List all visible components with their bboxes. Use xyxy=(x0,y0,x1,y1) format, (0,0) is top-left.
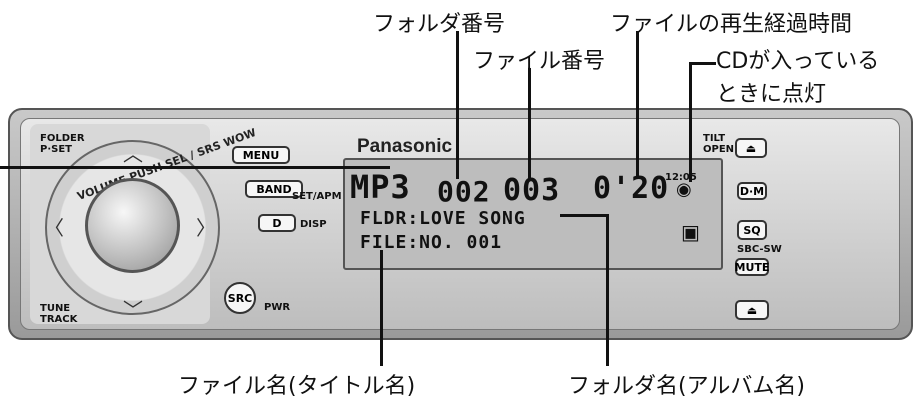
lcd-mode: MP3 xyxy=(350,168,411,206)
pwr-label: PWR xyxy=(264,302,291,313)
src-button[interactable]: SRC xyxy=(224,282,256,314)
panel-release-button[interactable]: ⏏ xyxy=(735,300,769,320)
chevron-left-icon[interactable]: 〈 xyxy=(44,216,64,240)
mute-button[interactable]: MUTE xyxy=(735,258,769,276)
callout-cd-indicator-line2: ときに点灯 xyxy=(716,82,827,107)
callout-folder-number: フォルダ番号 xyxy=(373,12,506,37)
lcd-folder-number: 002 xyxy=(437,175,491,208)
tune-label: TUNE xyxy=(40,303,71,314)
volume-knob[interactable] xyxy=(85,178,180,273)
lcd-file-number: 003 xyxy=(503,173,561,208)
folder-label: FOLDER xyxy=(40,133,85,144)
open-label: OPEN xyxy=(703,144,735,155)
callout-playback-time: ファイルの再生経過時間 xyxy=(610,12,853,37)
chevron-down-icon[interactable]: ﹀ xyxy=(123,298,143,322)
chevron-right-icon[interactable]: 〉 xyxy=(196,216,216,240)
leader-folder-name-h xyxy=(560,214,608,217)
leader-playback-time xyxy=(636,31,639,179)
dm-button[interactable]: D·M xyxy=(737,182,767,200)
d-button[interactable]: D xyxy=(258,214,296,232)
lcd-display xyxy=(343,158,723,270)
leader-file-name xyxy=(380,250,383,366)
brand-logo-text: Panasonic xyxy=(357,136,453,157)
callout-file-number: ファイル番号 xyxy=(473,49,606,74)
pset-label: P·SET xyxy=(40,144,72,155)
leader-folder-number xyxy=(456,31,459,179)
tilt-label: TILT xyxy=(703,133,726,144)
callout-file-name: ファイル名(タイトル名) xyxy=(178,374,416,399)
chevron-up-icon[interactable]: ︿ xyxy=(123,142,143,166)
lcd-clock: 12:05 xyxy=(665,172,697,183)
band-button[interactable]: BAND xyxy=(245,180,303,198)
cd-icon: ◉ xyxy=(676,179,692,200)
lcd-file-name: FILE:NO. 001 xyxy=(360,232,503,253)
menu-button[interactable]: MENU xyxy=(232,146,290,164)
leader-file-number xyxy=(528,68,531,179)
lcd-folder-name: FLDR:LOVE SONG xyxy=(360,208,526,229)
leader-cd-indicator-v xyxy=(689,62,692,182)
disp-label: DISP xyxy=(300,219,327,230)
callout-folder-name: フォルダ名(アルバム名) xyxy=(568,374,805,399)
lcd-status-box-icon: ▣ xyxy=(681,220,700,244)
lcd-playback-time: 0'20 xyxy=(593,171,670,206)
callout-cd-indicator-line1: CDが入っている xyxy=(716,49,880,74)
set-apm-label: SET/APM xyxy=(292,191,342,202)
leader-cd-indicator-h xyxy=(689,62,716,65)
sbc-sw-label: SBC-SW xyxy=(737,244,782,255)
sq-button[interactable]: SQ xyxy=(737,220,767,240)
leader-left-mode xyxy=(0,166,390,169)
track-label: TRACK xyxy=(40,314,78,325)
leader-folder-name-v xyxy=(606,214,609,366)
eject-button[interactable]: ⏏ xyxy=(735,138,767,158)
